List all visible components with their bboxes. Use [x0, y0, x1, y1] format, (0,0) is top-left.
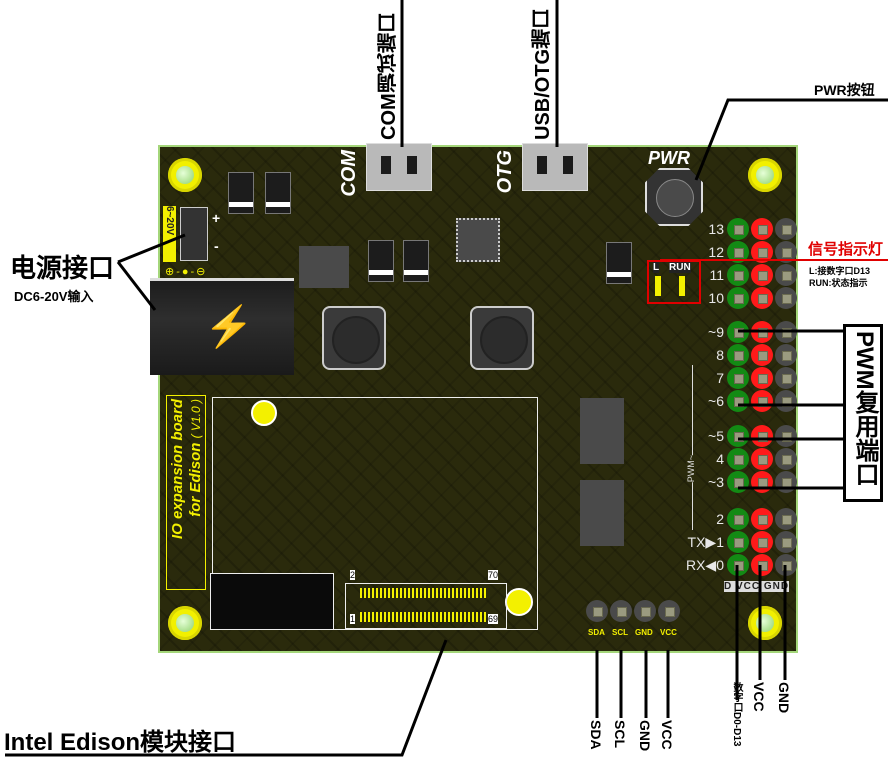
ic-tssop-1 — [580, 398, 624, 464]
pin-label-6: ~6 — [708, 393, 724, 409]
header-row-12 — [727, 241, 799, 263]
pin-label-9: ~9 — [708, 324, 724, 340]
inductor-2 — [470, 306, 534, 370]
callout-edison-interface: Intel Edison模块接口 — [4, 729, 237, 756]
callout-i2c-scl: SCL — [612, 720, 628, 748]
edison-standoff-1 — [251, 400, 277, 426]
diode-4 — [403, 240, 429, 282]
mounting-hole-top-right — [748, 158, 782, 192]
pwm-bracket-line — [692, 365, 693, 530]
power-minus-mark: - — [214, 238, 219, 254]
header-row-13 — [727, 218, 799, 240]
header-row-8 — [727, 344, 799, 366]
i2c-scl-silk: SCL — [612, 628, 628, 637]
header-row-11 — [727, 264, 799, 286]
i2c-pin-vcc — [658, 600, 680, 622]
power-header — [180, 207, 208, 261]
led-l — [655, 276, 661, 296]
pin-label-10: 10 — [708, 290, 724, 306]
edison-pins-top — [360, 588, 486, 598]
callout-i2c-vcc: VCC — [659, 720, 675, 750]
com-usb-port — [366, 143, 432, 191]
callout-power-port-sub: DC6-20V输入 — [14, 289, 94, 304]
callout-header-gnd: GND — [776, 682, 792, 714]
edison-connector — [345, 583, 507, 629]
power-header-label-box: 6~20V — [163, 206, 176, 262]
inductor-1 — [322, 306, 386, 370]
i2c-pin-scl — [610, 600, 632, 622]
i2c-vcc-silk: VCC — [660, 628, 677, 637]
header-row-7 — [727, 367, 799, 389]
callout-i2c-sda: SDA — [588, 720, 604, 750]
i2c-pin-gnd — [634, 600, 656, 622]
dc-jack: ⚡ — [150, 278, 294, 375]
callout-pwm-ports: PWM复用端口 — [851, 331, 878, 486]
otg-usb-port — [522, 143, 588, 191]
header-row-2 — [727, 508, 799, 530]
ic-tssop-2 — [580, 480, 624, 546]
diode-2 — [265, 172, 291, 214]
i2c-gnd-silk: GND — [635, 628, 653, 637]
header-row-10 — [727, 287, 799, 309]
header-row-5 — [727, 425, 799, 447]
edison-pin-2-label: 2 — [350, 570, 356, 580]
led-l-label: L — [653, 262, 660, 273]
diode-1 — [228, 172, 254, 214]
header-row-4 — [727, 448, 799, 470]
pin-label-2: 2 — [716, 511, 724, 527]
callout-com-port: COM调试端口 — [378, 13, 400, 140]
polarity-symbol: ⊕-●-⊖ — [165, 266, 208, 278]
callout-signal-led: 信号指示灯 — [808, 241, 884, 258]
edison-outline — [212, 397, 538, 630]
pin-label-3: ~3 — [708, 474, 724, 490]
i2c-header — [586, 600, 682, 622]
ic-qfn — [456, 218, 500, 262]
pin-label-8: 8 — [716, 347, 724, 363]
i2c-pin-sda — [586, 600, 608, 622]
callout-pwm-box: PWM复用端口 — [843, 324, 883, 502]
edison-pin-69-label: 69 — [488, 614, 499, 624]
power-header-label: 6~20V — [164, 206, 175, 236]
i2c-sda-silk: SDA — [588, 628, 605, 637]
diode-5 — [606, 242, 632, 284]
header-row-1 — [727, 531, 799, 553]
edison-pin-70-label: 70 — [488, 570, 499, 580]
pin-label-11: 11 — [709, 267, 724, 283]
edison-pin-1-label: 1 — [350, 614, 356, 624]
pin-label-5: ~5 — [708, 428, 724, 444]
board-name-box: IO expansion board for Edison ( V1.0 ) — [166, 395, 206, 590]
diode-3 — [368, 240, 394, 282]
header-bottom-labels: D VCC GND — [724, 581, 790, 592]
pin-label-12: 12 — [708, 244, 724, 260]
pin-label-7: 7 — [716, 370, 724, 386]
ic-soic8 — [299, 246, 349, 288]
callout-i2c-gnd: GND — [637, 720, 653, 752]
pin-label-4: 4 — [716, 451, 724, 467]
callout-power-port: 电源接口 — [10, 253, 115, 283]
callout-usb-otg-port: USB/OTG端口 — [532, 8, 554, 140]
lightning-icon: ⚡ — [204, 305, 254, 349]
pwr-button[interactable] — [645, 168, 703, 226]
pin-label-1: TX▶1 — [687, 534, 724, 550]
led-run-label: RUN — [669, 262, 691, 273]
callout-digital-d0-d13: 数字口D0-D13 — [731, 682, 742, 747]
callout-pwr-button: PWR按钮 — [814, 82, 875, 98]
edison-keepout — [210, 573, 334, 630]
led-run — [679, 276, 685, 296]
edison-standoff-2 — [505, 588, 533, 616]
edison-pins-bottom — [360, 612, 486, 622]
pwr-silk-label: PWR — [648, 148, 690, 168]
pin-label-13: 13 — [708, 221, 724, 237]
power-plus-mark: + — [212, 210, 221, 226]
mounting-hole-top-left — [168, 158, 202, 192]
pin-label-0: RX◀0 — [685, 557, 724, 573]
callout-signal-led-sub2: RUN:状态指示 — [809, 278, 868, 288]
callout-signal-led-sub1: L:接数字口D13 — [809, 266, 871, 276]
callout-header-vcc: VCC — [751, 682, 767, 712]
mounting-hole-bottom-left — [168, 606, 202, 640]
